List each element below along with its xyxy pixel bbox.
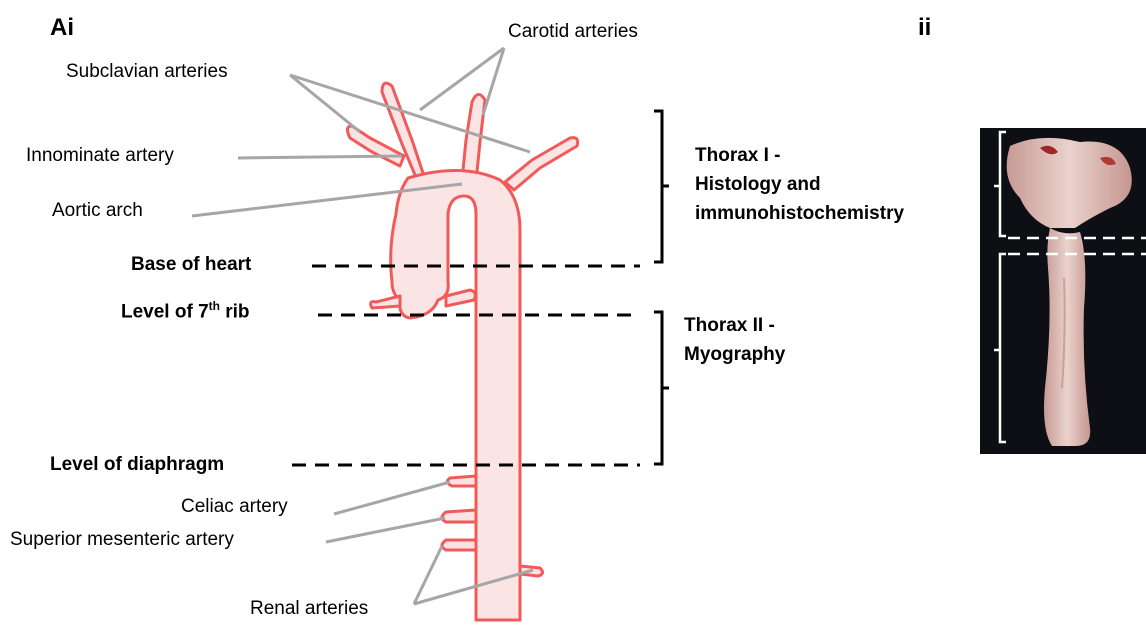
innominate-leader <box>238 156 402 158</box>
thorax1-subtitle: Histology and <box>695 175 821 194</box>
thorax1-subtitle-2: immunohistochemistry <box>695 204 904 223</box>
celiac-leader <box>334 482 450 514</box>
thorax2-bracket <box>654 312 662 464</box>
seventh-rib-label: Level of 7th rib <box>121 300 250 321</box>
aortic-arch-label: Aortic arch <box>52 201 143 220</box>
sma-branch <box>442 510 476 522</box>
celiac-artery-label: Celiac artery <box>181 497 288 516</box>
subclavian-leader-1 <box>290 75 360 132</box>
left-subclavian-branch <box>505 138 578 190</box>
thorax1-bracket <box>654 111 662 262</box>
thorax2-subtitle: Myography <box>684 345 785 364</box>
base-of-heart-label: Base of heart <box>131 255 251 274</box>
aorta-body <box>391 170 520 620</box>
innominate-branch <box>382 83 424 182</box>
thorax1-title: Thorax I - <box>695 146 781 165</box>
seventh-rib-prefix: Level of 7 <box>121 301 209 322</box>
subclavian-arteries-label: Subclavian arteries <box>66 62 228 81</box>
carotid-leader-2 <box>483 48 504 115</box>
celiac-branch <box>447 476 476 486</box>
renal-left-branch <box>442 540 476 550</box>
carotid-arteries-label: Carotid arteries <box>508 22 638 41</box>
diaphragm-label: Level of diaphragm <box>50 455 224 474</box>
seventh-rib-suffix: rib <box>220 301 250 322</box>
renal-leader-1 <box>414 546 442 604</box>
thorax2-title: Thorax II - <box>684 316 775 335</box>
aorta-specimen-photo <box>980 128 1146 454</box>
sma-label: Superior mesenteric artery <box>10 530 234 549</box>
innominate-artery-label: Innominate artery <box>26 146 174 165</box>
seventh-rib-sup: th <box>209 299 220 313</box>
sma-leader <box>326 518 445 542</box>
renal-arteries-label: Renal arteries <box>250 599 368 618</box>
left-carotid-branch <box>462 94 485 182</box>
left-coronary-branch <box>371 296 400 308</box>
right-coronary-branch <box>446 290 475 306</box>
right-subclavian-branch <box>347 126 404 166</box>
carotid-leader-1 <box>420 48 504 110</box>
